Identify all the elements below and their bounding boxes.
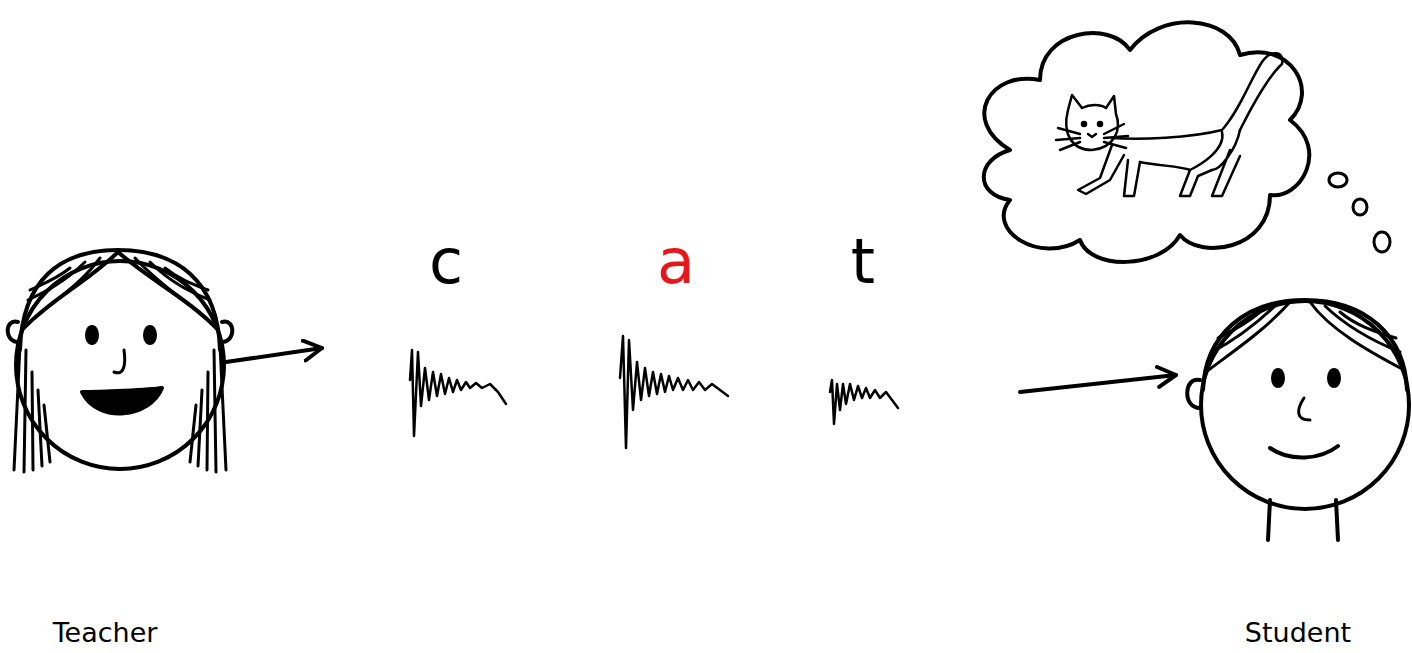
teacher-face — [8, 250, 322, 472]
letter: c — [429, 231, 463, 293]
waveforms — [410, 336, 898, 448]
letter-highlighted: a — [657, 231, 695, 293]
thought-bubble — [984, 22, 1390, 262]
role-label: Student — [1245, 619, 1351, 646]
letter: t — [851, 231, 875, 293]
role-label: Teacher — [53, 619, 158, 646]
student-face — [1187, 300, 1409, 540]
arrow — [1020, 375, 1176, 392]
cat — [1056, 53, 1282, 196]
